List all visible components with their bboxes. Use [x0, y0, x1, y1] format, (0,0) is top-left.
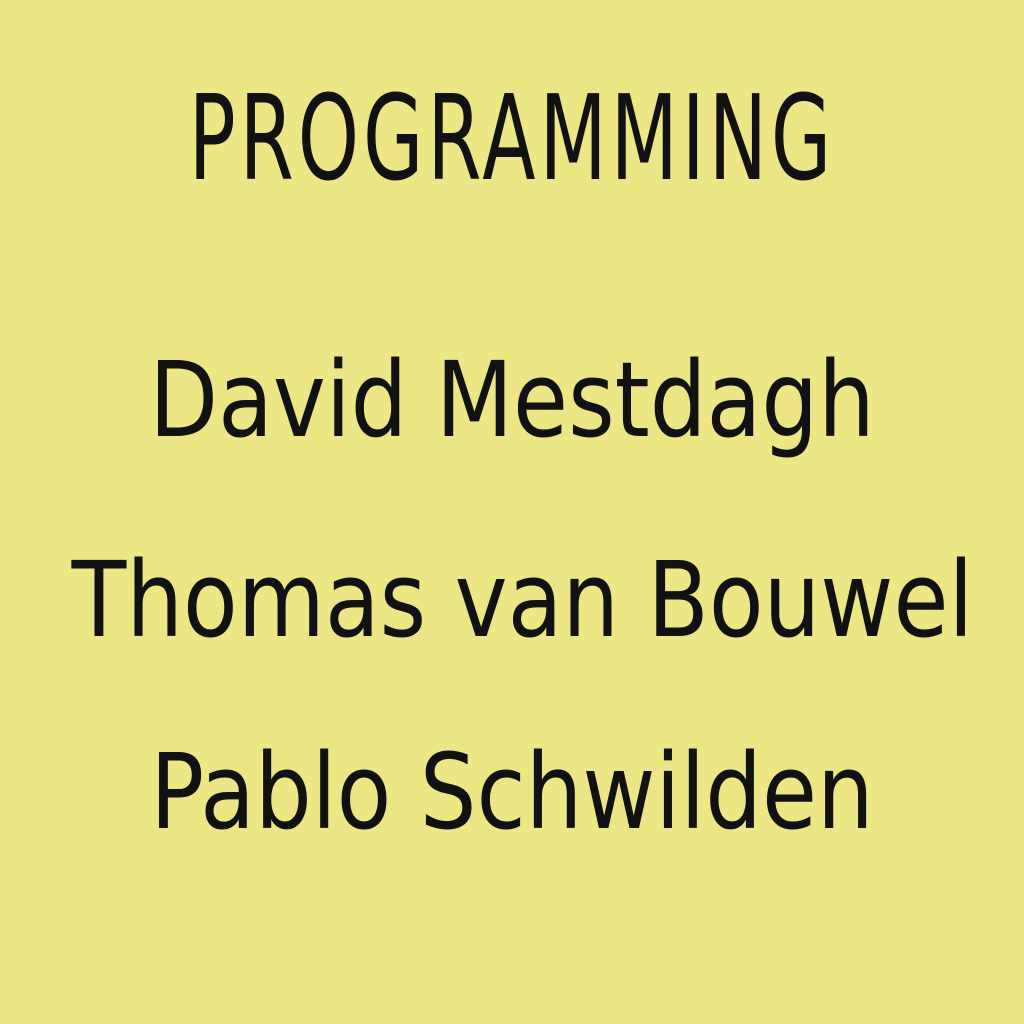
- credit-name: Pablo Schwilden: [150, 731, 874, 853]
- credit-name: David Mestdagh: [149, 339, 875, 461]
- credit-name: Thomas van Bouwel: [71, 539, 974, 661]
- section-heading: PROGRAMMING: [188, 69, 836, 207]
